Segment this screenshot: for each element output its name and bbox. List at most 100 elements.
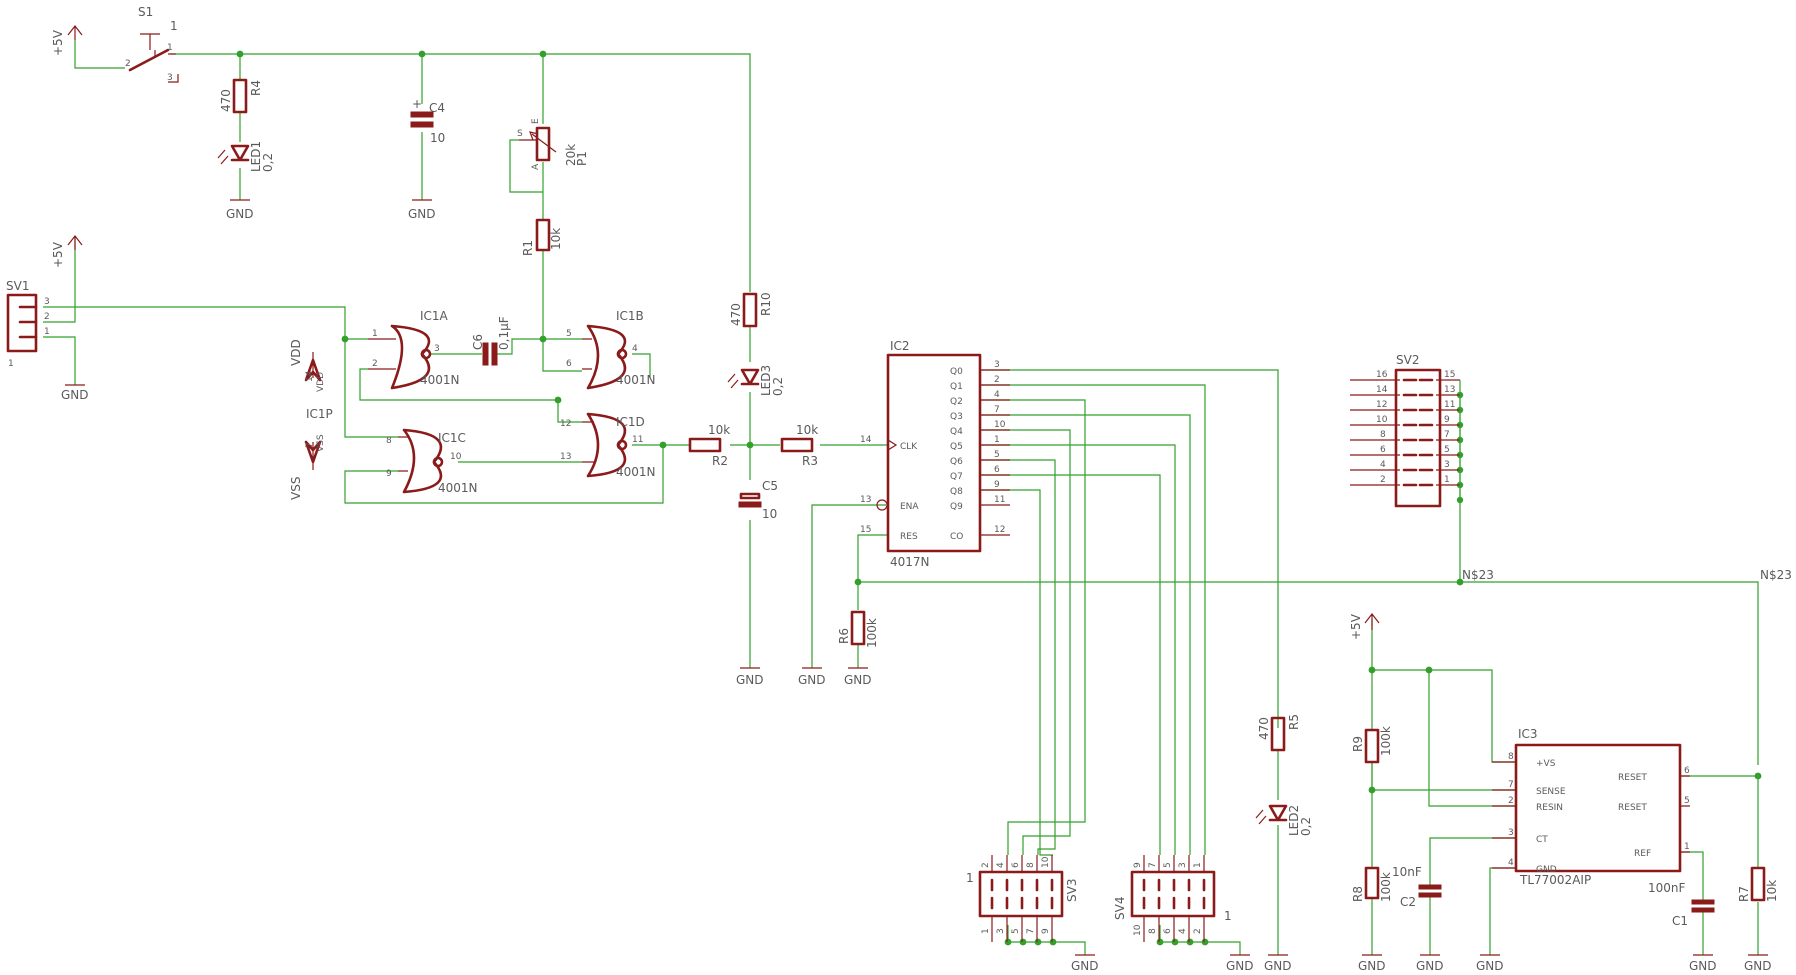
svg-text:1: 1 (966, 871, 974, 885)
ic-ic2: IC2 4017N Q0 Q1 Q2 Q3 Q4 Q5 Q6 Q7 Q8 Q9 … (860, 339, 1010, 569)
gnd-symbol: GND (844, 667, 872, 687)
svg-text:12: 12 (1376, 400, 1387, 410)
svg-text:2: 2 (125, 59, 131, 69)
svg-text:IC1A: IC1A (420, 309, 449, 323)
svg-text:1: 1 (44, 327, 50, 337)
svg-text:GND: GND (1358, 959, 1386, 973)
svg-text:5: 5 (994, 450, 1000, 460)
junction-dot (236, 50, 244, 58)
gnd-symbol: GND (1226, 954, 1254, 973)
svg-text:Q3: Q3 (950, 412, 963, 422)
svg-text:4: 4 (996, 862, 1006, 868)
svg-text:16: 16 (1376, 370, 1388, 380)
svg-text:10: 10 (450, 452, 462, 462)
gate-ic1a: IC1A 4001N 1 2 3 (368, 309, 460, 390)
svg-text:S: S (517, 129, 523, 139)
resistor-r8: R8 100k (1351, 866, 1393, 902)
svg-text:3: 3 (1178, 862, 1188, 868)
svg-text:100k: 100k (865, 618, 879, 648)
svg-text:1: 1 (8, 359, 14, 369)
svg-text:7: 7 (305, 442, 315, 448)
svg-text:1: 1 (1444, 475, 1450, 485)
svg-text:TL77002AIP: TL77002AIP (1519, 873, 1591, 887)
svg-text:LED1: LED1 (249, 141, 263, 172)
svg-text:3: 3 (167, 73, 173, 83)
net-label: N$23 (1760, 568, 1792, 582)
svg-text:7: 7 (1026, 928, 1036, 934)
gnd-symbol: GND (1416, 954, 1444, 973)
svg-text:RESET: RESET (1618, 773, 1647, 783)
svg-text:S1: S1 (138, 5, 153, 19)
svg-text:1: 1 (170, 19, 178, 33)
junction-dot (341, 335, 349, 343)
svg-text:GND: GND (1536, 865, 1557, 875)
junction-dot (1019, 938, 1027, 946)
svg-text:4: 4 (994, 390, 1000, 400)
svg-text:GND: GND (1071, 959, 1099, 973)
svg-text:+VS: +VS (1536, 759, 1556, 769)
svg-text:IC2: IC2 (890, 339, 910, 353)
junction-dot (1368, 786, 1376, 794)
junction-dot (1368, 666, 1376, 674)
junction-dot (1456, 578, 1464, 586)
svg-text:REF: REF (1634, 849, 1651, 859)
svg-text:Q6: Q6 (950, 457, 963, 467)
svg-text:LED3: LED3 (759, 365, 773, 396)
led-led2: LED2 0,2 (1255, 804, 1313, 836)
gnd-symbol: GND (226, 199, 254, 221)
junction-dot (1049, 938, 1057, 946)
svg-text:R3: R3 (802, 454, 818, 468)
capacitor-c1: C1 100nF (1648, 881, 1715, 928)
junction-dot (1186, 938, 1194, 946)
svg-text:100k: 100k (1379, 726, 1393, 756)
svg-text:IC1P: IC1P (306, 407, 333, 421)
gnd-symbol: GND (1689, 954, 1717, 973)
svg-text:2: 2 (994, 375, 1000, 385)
capacitor-c4: + C4 10 (410, 97, 445, 145)
svg-text:2: 2 (44, 312, 50, 322)
svg-text:13: 13 (860, 495, 871, 505)
svg-text:10k: 10k (708, 423, 730, 437)
svg-text:C4: C4 (429, 101, 445, 115)
plus5v-symbol: +5V (51, 235, 83, 268)
gnd-symbol: GND (1476, 954, 1504, 973)
svg-text:Q4: Q4 (950, 427, 963, 437)
svg-text:CLK: CLK (900, 442, 918, 452)
svg-text:R6: R6 (837, 628, 851, 644)
svg-text:12: 12 (560, 419, 571, 429)
svg-text:8: 8 (1026, 862, 1036, 868)
gnd-symbol: GND (408, 199, 436, 221)
svg-text:13: 13 (560, 452, 571, 462)
svg-text:RES: RES (900, 532, 918, 542)
svg-text:5: 5 (1011, 928, 1021, 934)
svg-text:6: 6 (1011, 862, 1021, 868)
svg-text:8: 8 (1380, 430, 1386, 440)
svg-text:2: 2 (1508, 796, 1514, 806)
svg-text:GND: GND (226, 207, 254, 221)
svg-text:3: 3 (994, 360, 1000, 370)
svg-text:9: 9 (1041, 928, 1051, 934)
svg-text:+5V: +5V (51, 241, 65, 268)
svg-text:IC3: IC3 (1518, 727, 1538, 741)
svg-text:GND: GND (1744, 959, 1772, 973)
svg-text:11: 11 (1444, 400, 1455, 410)
svg-text:10k: 10k (796, 423, 818, 437)
svg-text:4001N: 4001N (616, 465, 656, 479)
svg-text:VSS: VSS (289, 477, 303, 500)
svg-text:10: 10 (430, 131, 445, 145)
svg-text:IC1C: IC1C (438, 431, 466, 445)
svg-text:R4: R4 (249, 80, 263, 96)
svg-text:0,2: 0,2 (1299, 817, 1313, 836)
svg-text:4: 4 (632, 344, 638, 354)
svg-text:14: 14 (1376, 385, 1388, 395)
svg-text:100nF: 100nF (1648, 881, 1686, 895)
svg-text:ENA: ENA (900, 502, 919, 512)
potentiometer-p1: E S A 20k P1 (517, 118, 589, 170)
svg-text:6: 6 (1684, 766, 1690, 776)
svg-text:9: 9 (1444, 415, 1450, 425)
svg-text:+5V: +5V (51, 29, 65, 56)
resistor-r9: R9 100k (1351, 726, 1393, 764)
svg-text:6: 6 (566, 359, 572, 369)
svg-text:SENSE: SENSE (1536, 787, 1566, 797)
led-led3: LED3 0,2 (727, 365, 785, 396)
